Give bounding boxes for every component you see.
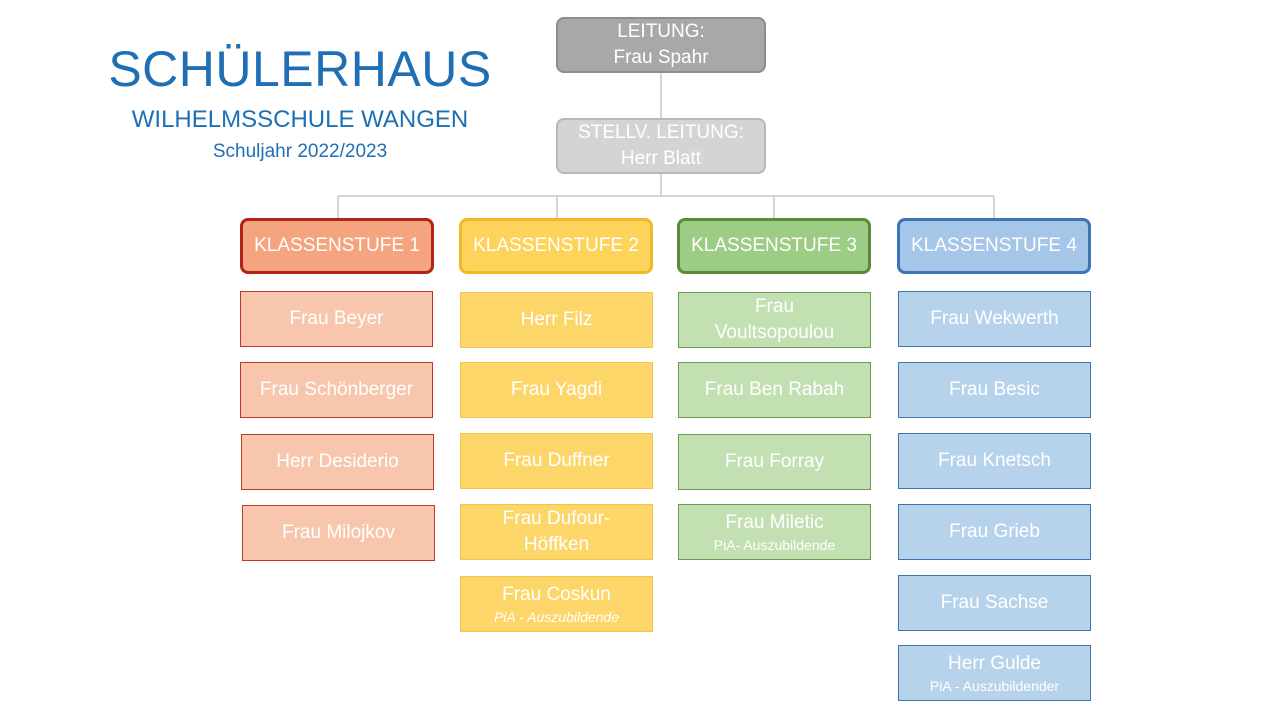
staff-box: Frau Grieb	[898, 504, 1091, 560]
staff-box: Herr Filz	[460, 292, 653, 348]
staff-name: Frau Voultsopoulou	[714, 296, 835, 343]
leitung-name: Frau Spahr	[613, 47, 709, 68]
stellv-leitung-name: Herr Blatt	[620, 148, 702, 169]
staff-name: Frau Forray	[724, 451, 825, 472]
staff-box: Herr Desiderio	[241, 434, 434, 490]
staff-name: Frau Duffner	[503, 450, 610, 471]
staff-name: Frau Grieb	[949, 521, 1040, 542]
staff-name: Frau Besic	[949, 379, 1040, 400]
title-block: SCHÜLERHAUS WILHELMSSCHULE WANGEN Schulj…	[100, 40, 500, 164]
staff-name: Frau Milojkov	[282, 522, 395, 543]
staff-name: Frau Knetsch	[938, 450, 1051, 471]
staff-note: PiA- Auszubildende	[713, 537, 836, 553]
staff-box: Frau Miletic PiA- Auszubildende	[678, 504, 871, 560]
title-school: WILHELMSSCHULE WANGEN	[131, 106, 469, 133]
staff-box: Frau Yagdi	[460, 362, 653, 418]
staff-note: PiA - Auszubildender	[929, 678, 1060, 694]
stellv-leitung-box: STELLV. LEITUNG: Herr Blatt	[556, 118, 766, 174]
staff-box: Frau Knetsch	[898, 433, 1091, 489]
title-main: SCHÜLERHAUS	[108, 41, 492, 97]
staff-box: Frau Besic	[898, 362, 1091, 418]
klassenstufe-2-header: KLASSENSTUFE 2	[459, 218, 653, 274]
staff-box: Herr Gulde PiA - Auszubildender	[898, 645, 1091, 701]
staff-name: Herr Desiderio	[276, 451, 399, 472]
leitung-label: LEITUNG:	[617, 21, 705, 42]
staff-name: Frau Ben Rabah	[704, 379, 845, 400]
staff-box: Frau Voultsopoulou	[678, 292, 871, 348]
staff-name: Frau Wekwerth	[930, 308, 1059, 329]
staff-box: Frau Forray	[678, 434, 871, 490]
staff-name: Herr Filz	[520, 309, 593, 330]
staff-box: Frau Duffner	[460, 433, 653, 489]
klassenstufe-1-header: KLASSENSTUFE 1	[240, 218, 434, 274]
staff-name: Frau Yagdi	[510, 379, 603, 400]
klassenstufe-3-header: KLASSENSTUFE 3	[677, 218, 871, 274]
staff-name: Frau Sachse	[940, 592, 1049, 613]
staff-note: PiA - Auszubildende	[493, 609, 620, 625]
staff-box: Frau Wekwerth	[898, 291, 1091, 347]
title-year: Schuljahr 2022/2023	[212, 141, 388, 162]
staff-name: Frau Miletic	[725, 512, 824, 533]
staff-box: Frau Milojkov	[242, 505, 435, 561]
staff-name: Frau Schönberger	[259, 379, 414, 400]
stellv-leitung-label: STELLV. LEITUNG:	[578, 122, 744, 143]
klassenstufe-4-header: KLASSENSTUFE 4	[897, 218, 1091, 274]
staff-box: Frau Sachse	[898, 575, 1091, 631]
staff-box: Frau Beyer	[240, 291, 433, 347]
staff-box: Frau Coskun PiA - Auszubildende	[460, 576, 653, 632]
staff-name: Frau Dufour-Höffken	[502, 508, 611, 555]
staff-name: Frau Coskun	[502, 584, 611, 605]
leitung-box: LEITUNG: Frau Spahr	[556, 17, 766, 73]
staff-name: Herr Gulde	[948, 653, 1041, 674]
staff-name: Frau Beyer	[289, 308, 384, 329]
staff-box: Frau Ben Rabah	[678, 362, 871, 418]
staff-box: Frau Schönberger	[240, 362, 433, 418]
staff-box: Frau Dufour-Höffken	[460, 504, 653, 560]
